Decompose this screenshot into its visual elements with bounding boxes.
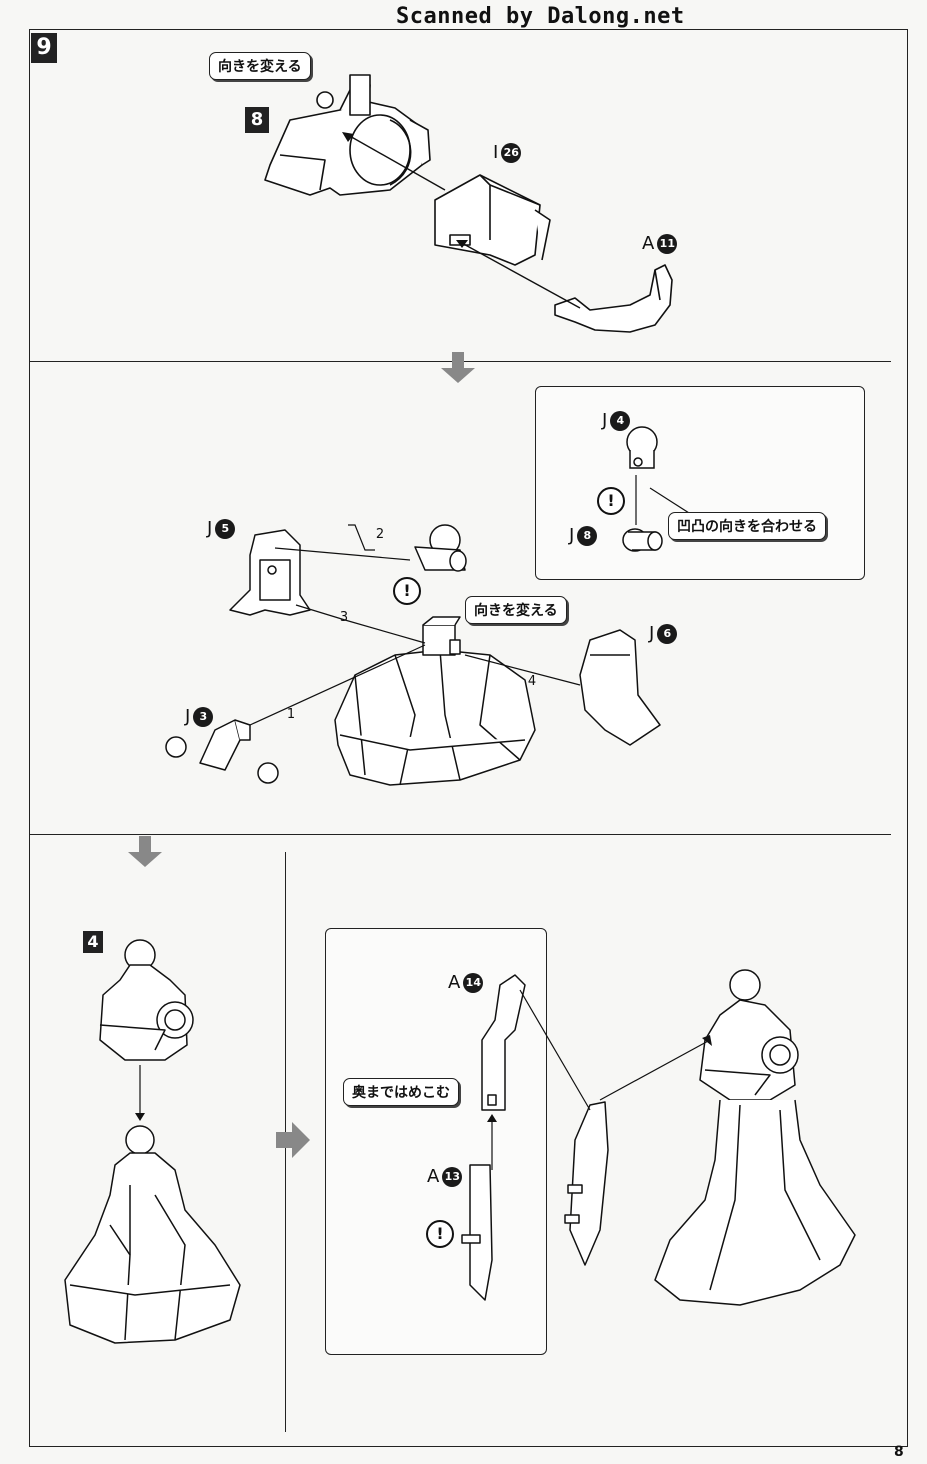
part-number: 13 bbox=[442, 1166, 463, 1187]
part-number: 4 bbox=[610, 410, 631, 431]
part-number: 8 bbox=[577, 525, 598, 546]
callout-align-shape: 凹凸の向きを合わせる bbox=[668, 512, 826, 540]
section-divider-2 bbox=[29, 834, 891, 835]
callout-turn-direction-2: 向きを変える bbox=[465, 596, 567, 624]
part-letter: J bbox=[649, 623, 655, 644]
part-label-a14: A 14 bbox=[448, 972, 484, 993]
part-label-i26: I 26 bbox=[493, 142, 522, 163]
part-number: 6 bbox=[657, 623, 678, 644]
section1-diagram bbox=[264, 74, 673, 333]
part-number: 5 bbox=[215, 518, 236, 539]
detail-inset-box bbox=[535, 386, 865, 580]
part-letter: A bbox=[448, 972, 461, 993]
order-number-2: 2 bbox=[375, 527, 385, 542]
part-number: 26 bbox=[501, 142, 522, 163]
sub-step-ref-4: 4 bbox=[83, 931, 103, 953]
part-letter: J bbox=[185, 706, 191, 727]
part-number: 14 bbox=[463, 972, 484, 993]
scan-header: Scanned by Dalong.net bbox=[396, 4, 685, 29]
warning-icon-inset: ! bbox=[597, 487, 625, 515]
part-label-j8: J 8 bbox=[569, 525, 598, 546]
part-label-j3: J 3 bbox=[185, 706, 214, 727]
order-number-3: 3 bbox=[339, 610, 349, 625]
page-number: 8 bbox=[894, 1444, 904, 1460]
sub-step-ref-8: 8 bbox=[245, 107, 269, 133]
section3-right-diagram bbox=[461, 969, 856, 1306]
section2-diagram bbox=[165, 524, 661, 786]
order-number-4: 4 bbox=[527, 674, 537, 689]
flow-down-arrow-1 bbox=[441, 352, 475, 383]
flow-down-arrow-2 bbox=[128, 836, 162, 867]
order-number-1: 1 bbox=[286, 707, 296, 722]
part-letter: A bbox=[642, 233, 655, 254]
part-label-j4: J 4 bbox=[602, 410, 631, 431]
warning-icon-blade: ! bbox=[426, 1220, 454, 1248]
part-letter: J bbox=[602, 410, 608, 431]
part-letter: J bbox=[569, 525, 575, 546]
part-label-a13: A 13 bbox=[427, 1166, 463, 1187]
part-label-a11: A 11 bbox=[642, 233, 678, 254]
warning-icon-joint: ! bbox=[393, 577, 421, 605]
part-number: 11 bbox=[657, 233, 678, 254]
part-label-j6: J 6 bbox=[649, 623, 678, 644]
part-label-j5: J 5 bbox=[207, 518, 236, 539]
part-number: 3 bbox=[193, 706, 214, 727]
part-letter: I bbox=[493, 142, 499, 163]
step-number-badge: 9 bbox=[31, 33, 57, 63]
callout-insert-fully: 奥まではめこむ bbox=[343, 1078, 459, 1106]
section3-left-diagram bbox=[64, 939, 241, 1344]
part-letter: A bbox=[427, 1166, 440, 1187]
part-letter: J bbox=[207, 518, 213, 539]
callout-turn-direction-1: 向きを変える bbox=[209, 52, 311, 80]
flow-right-arrow bbox=[276, 1120, 312, 1164]
detail-inset-diagram bbox=[622, 426, 701, 552]
page-frame bbox=[29, 29, 908, 1447]
